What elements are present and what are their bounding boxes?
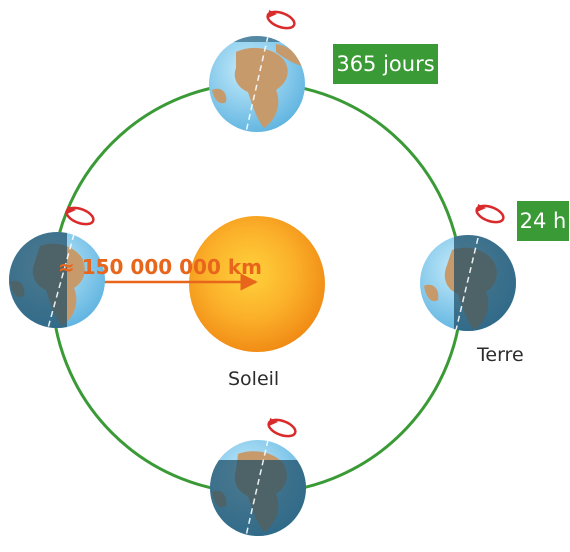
earth-icon [420,235,516,331]
rotation-arrow-icon [475,204,505,224]
earth-icon [210,440,306,536]
distance-label: ≈ 150 000 000 km [58,255,262,279]
rotation-arrow-icon [266,10,296,30]
day-duration-badge: 24 h [517,201,569,241]
rotation-arrow-icon [267,418,297,438]
sun-icon [189,216,325,352]
earth-label: Terre [477,344,524,366]
earth-icon [9,232,105,328]
earth-icon [209,36,305,132]
sun-label: Soleil [228,368,280,390]
rotation-arrow-icon [65,206,95,226]
year-duration-badge: 365 jours [333,44,438,84]
